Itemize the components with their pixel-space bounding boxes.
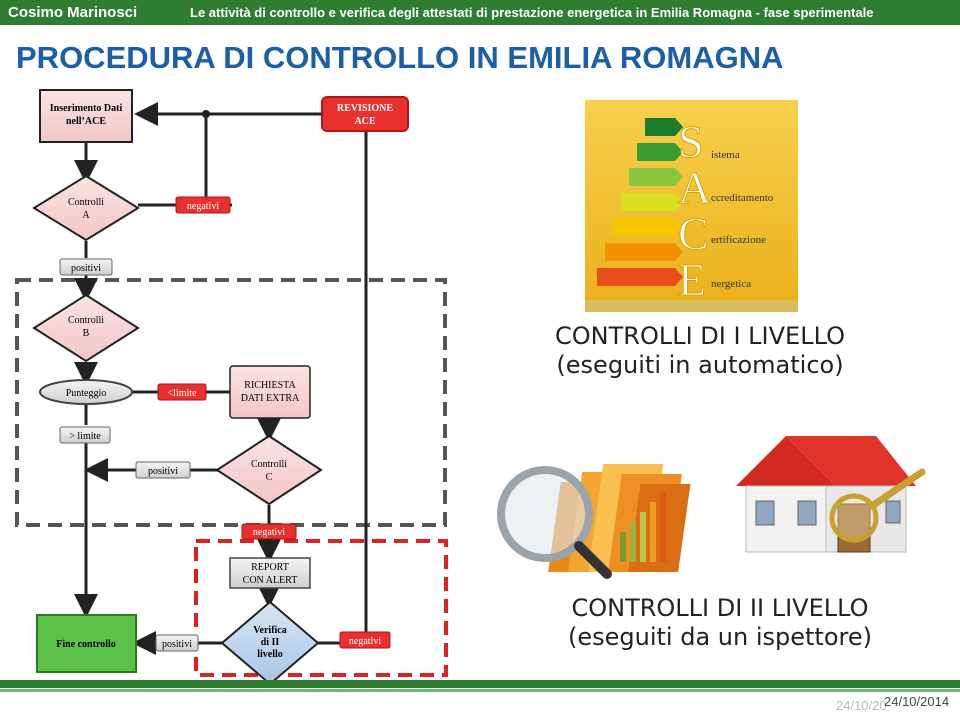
node-report-con-alert — [229, 557, 311, 589]
sace-word-energetica: nergetica — [711, 278, 751, 290]
level2-dashed-region — [194, 539, 448, 677]
label-positivi-c: positivi — [148, 466, 178, 477]
procedure-flowchart: Inserimento Dati nell’ACE REVISIONE ACE … — [15, 89, 448, 680]
sace-logo: S A C E istema ccreditamento ertificazio… — [585, 100, 798, 312]
label-verifica-3: livello — [257, 649, 283, 660]
sace-energy-bar — [621, 193, 683, 211]
author-name: Cosimo Marinosci — [8, 4, 138, 21]
label-report-2: CON ALERT — [243, 575, 298, 586]
caption-level-2: CONTROLLI DI II LIVELLO (eseguiti da un … — [530, 594, 910, 652]
sace-energy-bar — [597, 268, 683, 286]
node-controlli-b — [32, 293, 140, 363]
sace-energy-bar — [629, 168, 683, 186]
caption-level-1-line1: CONTROLLI DI I LIVELLO — [555, 322, 845, 350]
label-report-1: REPORT — [251, 562, 289, 573]
caption-level-2-line2: (eseguiti da un ispettore) — [568, 623, 872, 651]
header-bar: Cosimo Marinosci Le attività di controll… — [0, 0, 960, 25]
caption-level-2-line1: CONTROLLI DI II LIVELLO — [571, 594, 869, 622]
sace-letter-c: C — [678, 208, 709, 259]
sace-energy-bar — [645, 118, 683, 136]
node-richiesta-dati-extra — [229, 365, 311, 419]
footer-date-ghost: 24/10/20 — [836, 698, 887, 713]
node-controlli-a — [32, 174, 140, 242]
footer-date: 24/10/2014 — [884, 694, 950, 709]
label-limite-gt: > limite — [69, 431, 101, 442]
label-verifica-2: di II — [261, 637, 280, 648]
label-verifica-1: Verifica — [253, 625, 287, 636]
label-controlli-b-1: Controlli — [68, 315, 104, 326]
label-richiesta-2: DATI EXTRA — [241, 393, 300, 404]
label-negativi-v: negativi — [349, 636, 381, 647]
footer-accent-bar — [0, 689, 960, 692]
sace-energy-bar — [613, 218, 683, 236]
slide-title: PROCEDURA DI CONTROLLO IN EMILIA ROMAGNA — [16, 40, 784, 75]
node-inserimento-dati — [39, 89, 133, 143]
node-controlli-c — [215, 434, 323, 506]
label-controlli-b-2: B — [83, 328, 90, 339]
sace-energy-bar — [637, 143, 683, 161]
node-punteggio — [39, 379, 133, 405]
label-punteggio: Punteggio — [66, 388, 107, 399]
label-revisione-2: ACE — [354, 116, 375, 127]
node-verifica-ii-livello — [220, 600, 320, 680]
label-positivi-a: positivi — [71, 263, 101, 274]
level1-dashed-region — [15, 278, 447, 527]
sace-letter-a: A — [678, 162, 711, 213]
sace-word-accreditamento: ccreditamento — [711, 192, 774, 204]
label-box-positivi-v — [155, 634, 199, 652]
label-inserimento-2: nell’ACE — [66, 116, 106, 127]
house-magnifier-image — [736, 436, 926, 553]
presentation-subtitle: Le attività di controllo e verifica degl… — [190, 5, 874, 20]
sace-word-sistema: istema — [711, 149, 740, 161]
label-box-negativi-a — [175, 196, 231, 214]
label-limite-lt: <limite — [168, 388, 198, 399]
sace-word-certificazione: ertificazione — [711, 234, 766, 246]
label-box-limite-gt — [59, 426, 111, 444]
label-controlli-a-2: A — [82, 210, 90, 221]
label-positivi-v: positivi — [162, 639, 192, 650]
label-richiesta-1: RICHIESTA — [244, 380, 296, 391]
sace-energy-bar — [605, 243, 683, 261]
label-negativi-c: negativi — [253, 527, 285, 538]
sace-letter-s: S — [678, 116, 704, 167]
label-controlli-c-1: Controlli — [251, 459, 287, 470]
node-fine-controllo — [36, 614, 137, 673]
label-box-negativi-v — [339, 631, 391, 649]
caption-level-1: CONTROLLI DI I LIVELLO (eseguiti in auto… — [530, 322, 870, 380]
label-controlli-c-2: C — [266, 472, 273, 483]
caption-level-1-line2: (eseguiti in automatico) — [556, 351, 844, 379]
footer-bar — [0, 680, 960, 688]
label-negativi-a: negativi — [187, 201, 219, 212]
label-box-positivi-a — [59, 258, 113, 276]
sace-letter-e: E — [678, 254, 706, 305]
label-box-positivi-c — [135, 461, 191, 479]
node-revisione-ace — [321, 96, 409, 132]
label-box-negativi-c — [241, 523, 297, 540]
label-inserimento-1: Inserimento Dati — [50, 103, 123, 114]
folders-magnifier-image — [497, 464, 691, 579]
label-controlli-a-1: Controlli — [68, 197, 104, 208]
label-revisione-1: REVISIONE — [337, 103, 393, 114]
label-box-limite-lt — [157, 383, 207, 401]
label-fine-controllo: Fine controllo — [56, 639, 116, 650]
